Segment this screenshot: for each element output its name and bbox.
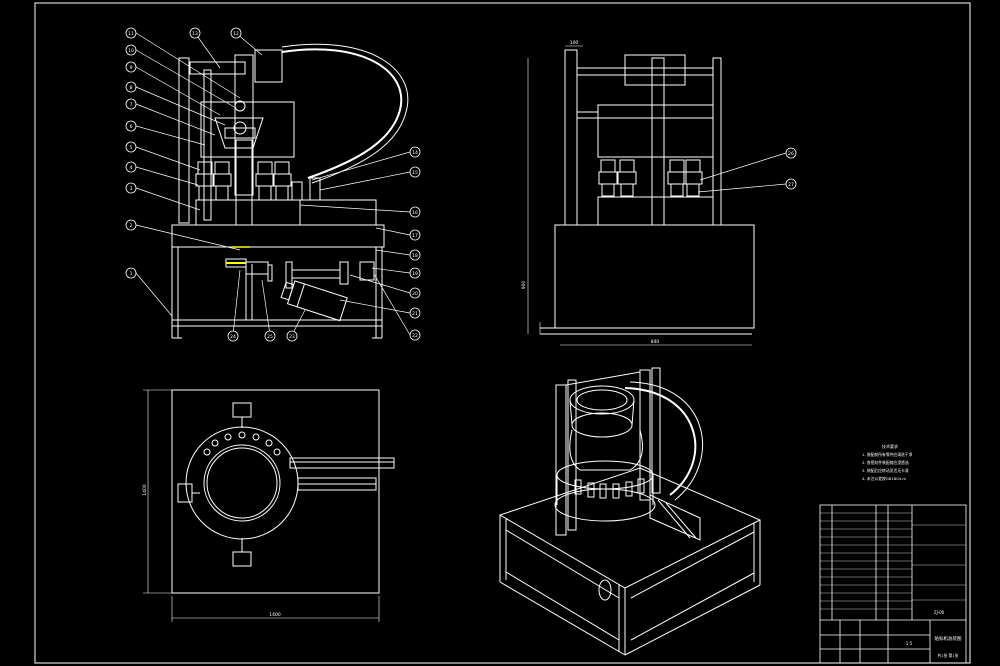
front-view-callouts: 11 10 9 8 7 6 5 4 3 2 1 13 12 14 15 16 1… xyxy=(125,27,421,342)
callout-right-5: 19 xyxy=(409,267,421,279)
callout-bottom-2: 23 xyxy=(286,330,298,342)
svg-text:6: 6 xyxy=(130,124,133,130)
callout-left-4: 7 xyxy=(125,98,137,110)
svg-text:8: 8 xyxy=(130,85,133,91)
svg-text:12: 12 xyxy=(233,31,239,37)
callout-left-5: 6 xyxy=(125,120,137,132)
callout-left-8: 3 xyxy=(125,182,137,194)
drawing-sheet: 共1张 第1张 xyxy=(937,653,958,658)
callout-right-3: 17 xyxy=(409,229,421,241)
svg-text:19: 19 xyxy=(412,271,418,277)
side-dim-height: 900 xyxy=(521,281,527,290)
callout-right-2: 16 xyxy=(409,206,421,218)
front-view-leaders xyxy=(135,32,411,336)
callout-right-6: 20 xyxy=(409,287,421,299)
callout-left-3: 8 xyxy=(125,81,137,93)
svg-text:14: 14 xyxy=(412,150,418,156)
svg-text:1: 1 xyxy=(130,271,133,277)
notes-line-3: 3. 装配后应转动灵活无卡滞 xyxy=(862,468,909,473)
svg-text:27: 27 xyxy=(788,182,794,188)
technical-notes: 技术要求 1. 装配前所有零件应清洗干净 2. 各密封件装配前应浸透油 3. 装… xyxy=(862,443,913,481)
callout-left-0: 11 xyxy=(125,27,137,39)
svg-text:5: 5 xyxy=(130,145,133,151)
title-block xyxy=(819,504,967,664)
isometric-view xyxy=(498,367,762,656)
callout-bottom-1: 25 xyxy=(264,330,276,342)
title-block-text: 贴标机总装图 1:5 共1张 第1张 ZJ-00 xyxy=(906,610,962,658)
svg-text:17: 17 xyxy=(412,233,418,239)
callout-left-7: 4 xyxy=(125,161,137,173)
svg-text:10: 10 xyxy=(128,48,134,54)
plan-dim-width: 1400 xyxy=(269,612,281,618)
drawing-title: 贴标机总装图 xyxy=(935,635,962,642)
svg-text:15: 15 xyxy=(412,170,418,176)
side-view-leaders xyxy=(697,152,787,193)
svg-text:24: 24 xyxy=(230,334,236,340)
side-view xyxy=(527,45,755,346)
side-dim-top: 100 xyxy=(570,40,579,46)
callout-side-1: 27 xyxy=(785,178,797,190)
callout-right-8: 22 xyxy=(409,329,421,341)
callout-top-0: 13 xyxy=(189,27,201,39)
drawing-scale: 1:5 xyxy=(906,641,913,646)
callout-side-0: 26 xyxy=(785,147,797,159)
callout-right-1: 15 xyxy=(409,166,421,178)
side-dim-width: 840 xyxy=(651,339,660,345)
callout-left-6: 5 xyxy=(125,141,137,153)
callout-right-0: 14 xyxy=(409,146,421,158)
callout-top-1: 12 xyxy=(230,27,242,39)
callout-right-7: 21 xyxy=(409,307,421,319)
svg-text:20: 20 xyxy=(412,291,418,297)
plan-view xyxy=(143,389,395,622)
plan-view-dims: 1400 1400 xyxy=(142,484,281,618)
side-view-dims: 840 900 100 xyxy=(521,40,659,345)
plan-dim-height: 1400 xyxy=(142,484,148,496)
callout-left-2: 9 xyxy=(125,61,137,73)
drawing-number: ZJ-00 xyxy=(934,610,945,615)
notes-heading: 技术要求 xyxy=(882,443,898,449)
svg-text:13: 13 xyxy=(192,31,198,37)
notes-line-2: 2. 各密封件装配前应浸透油 xyxy=(862,460,909,465)
callout-left-1: 10 xyxy=(125,44,137,56)
notes-line-4: 4. 未注公差按GB1804-m xyxy=(862,476,906,481)
svg-text:16: 16 xyxy=(412,210,418,216)
svg-text:3: 3 xyxy=(130,186,133,192)
svg-text:22: 22 xyxy=(412,333,418,339)
svg-text:25: 25 xyxy=(267,334,273,340)
svg-text:18: 18 xyxy=(412,253,418,259)
svg-text:7: 7 xyxy=(130,102,133,108)
front-view xyxy=(171,43,409,339)
notes-line-1: 1. 装配前所有零件应清洗干净 xyxy=(862,452,913,457)
callout-left-10: 1 xyxy=(125,267,137,279)
svg-text:21: 21 xyxy=(412,311,418,317)
side-view-callouts: 26 27 xyxy=(785,147,797,190)
callout-bottom-0: 24 xyxy=(227,330,239,342)
svg-text:23: 23 xyxy=(289,334,295,340)
callout-right-4: 18 xyxy=(409,249,421,261)
sheet-border xyxy=(34,2,971,664)
svg-text:9: 9 xyxy=(130,65,133,71)
svg-text:2: 2 xyxy=(130,223,133,229)
callout-left-9: 2 xyxy=(125,219,137,231)
svg-text:11: 11 xyxy=(128,31,134,37)
svg-text:26: 26 xyxy=(788,151,794,157)
svg-text:4: 4 xyxy=(130,165,133,171)
